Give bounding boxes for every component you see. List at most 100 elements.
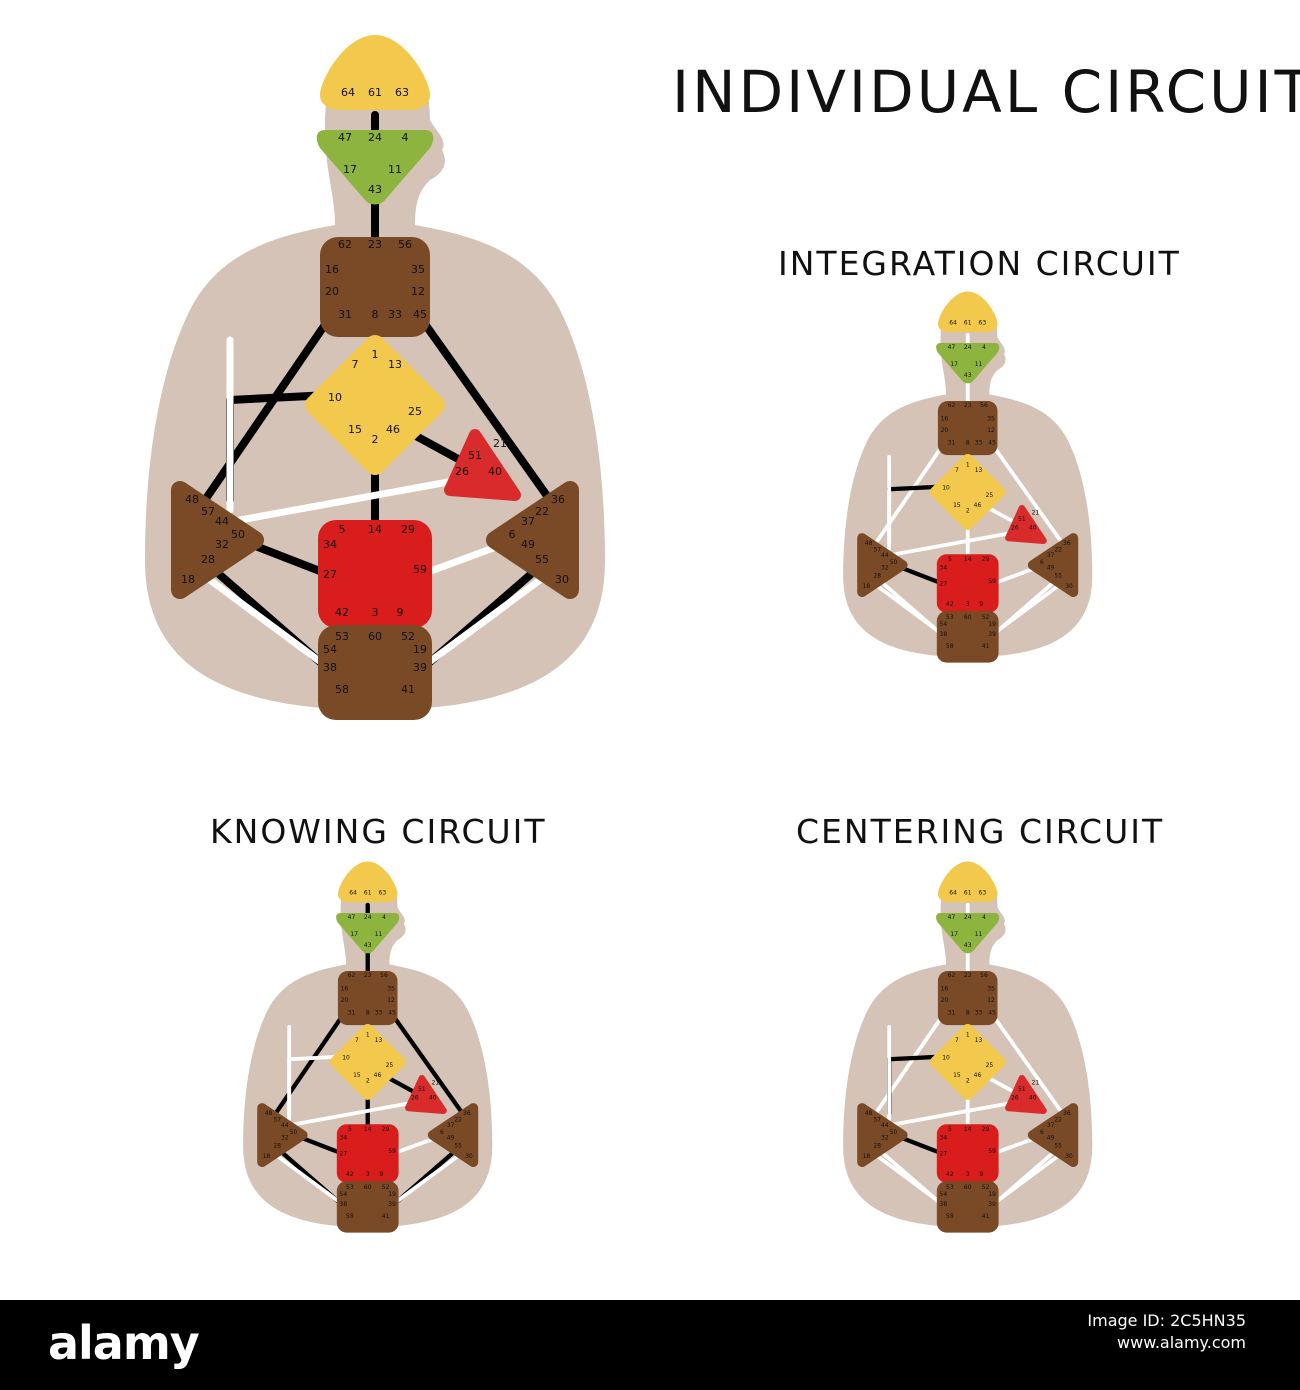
root-gate-39: 39 <box>388 1201 396 1208</box>
sacral-gate-14: 14 <box>364 1126 372 1133</box>
throat-gate-12: 12 <box>387 997 395 1004</box>
solar-plexus-center <box>1027 1103 1079 1168</box>
ajna-gate-11: 11 <box>388 163 402 176</box>
throat-gate-62: 62 <box>948 402 956 409</box>
throat-gate-23: 23 <box>364 972 372 979</box>
heart-gate-26: 26 <box>1011 525 1019 532</box>
throat-gate-23: 23 <box>964 972 972 979</box>
solar-gate-37: 37 <box>1047 552 1055 559</box>
heart-gate-51: 51 <box>1018 1086 1026 1093</box>
sacral-gate-42: 42 <box>946 601 954 608</box>
g-gate-10: 10 <box>328 391 342 404</box>
root-gate-58: 58 <box>946 1213 954 1220</box>
sacral-gate-59: 59 <box>413 563 427 576</box>
spleen-gate-18: 18 <box>863 583 871 590</box>
throat-gate-33: 33 <box>375 1010 383 1017</box>
throat-gate-31: 31 <box>948 440 956 447</box>
head-gate-61: 61 <box>964 319 972 326</box>
ajna-gate-47: 47 <box>948 344 956 351</box>
ajna-gate-11: 11 <box>975 931 983 938</box>
solar-gate-49: 49 <box>447 1134 455 1141</box>
root-gate-38: 38 <box>340 1201 348 1208</box>
head-gate-64: 64 <box>949 319 957 326</box>
solar-gate-55: 55 <box>535 553 549 566</box>
g-gate-13: 13 <box>975 1037 983 1044</box>
sacral-gate-29: 29 <box>982 556 990 563</box>
spleen-gate-44: 44 <box>881 552 889 559</box>
spleen-gate-28: 28 <box>201 553 215 566</box>
root-center <box>936 1181 999 1233</box>
g-gate-13: 13 <box>388 358 402 371</box>
sacral-gate-42: 42 <box>946 1171 954 1178</box>
spleen-gate-28: 28 <box>873 572 881 579</box>
sacral-gate-9: 9 <box>397 606 404 619</box>
sacral-gate-14: 14 <box>368 523 382 536</box>
channel-throatSolar <box>987 438 1065 546</box>
solar-gate-49: 49 <box>1047 1134 1055 1141</box>
head-gate-63: 63 <box>979 889 987 896</box>
g-gate-15: 15 <box>953 1072 961 1079</box>
throat-gate-45: 45 <box>988 440 996 447</box>
heart-center <box>444 429 521 501</box>
spleen-gate-44: 44 <box>881 1122 889 1129</box>
throat-gate-8: 8 <box>372 308 379 321</box>
g-gate-7: 7 <box>955 467 959 474</box>
spleen-gate-48: 48 <box>865 540 873 547</box>
ajna-gate-47: 47 <box>348 914 356 921</box>
spleen-gate-57: 57 <box>201 505 215 518</box>
solar-gate-36: 36 <box>463 1110 471 1117</box>
sacral-gate-27: 27 <box>323 568 337 581</box>
root-center <box>936 611 999 663</box>
throat-gate-45: 45 <box>388 1010 396 1017</box>
solar-gate-49: 49 <box>521 538 535 551</box>
sacral-gate-5: 5 <box>948 1126 952 1133</box>
spleen-gate-48: 48 <box>185 493 199 506</box>
throat-gate-8: 8 <box>966 1010 970 1017</box>
sacral-gate-3: 3 <box>372 606 379 619</box>
solar-plexus-center <box>427 1103 479 1168</box>
channel-throatSolar <box>387 1008 465 1116</box>
solar-gate-36: 36 <box>551 493 565 506</box>
main-title: INDIVIDUAL CIRCUIT <box>672 58 1300 126</box>
spleen-gate-50: 50 <box>290 1129 298 1136</box>
head-gate-64: 64 <box>949 889 957 896</box>
g-gate-7: 7 <box>355 1037 359 1044</box>
solar-plexus-center <box>486 481 579 599</box>
throat-gate-16: 16 <box>341 985 349 992</box>
throat-gate-23: 23 <box>368 238 382 251</box>
throat-gate-62: 62 <box>348 972 356 979</box>
sacral-gate-14: 14 <box>964 556 972 563</box>
root-gate-58: 58 <box>946 643 954 650</box>
ajna-gate-4: 4 <box>382 914 386 921</box>
head-gate-63: 63 <box>379 889 387 896</box>
g-gate-25: 25 <box>408 405 422 418</box>
ajna-gate-43: 43 <box>964 372 972 379</box>
solar-gate-22: 22 <box>535 505 549 518</box>
g-gate-1: 1 <box>372 348 379 361</box>
sacral-gate-9: 9 <box>979 1171 983 1178</box>
channel-throatSolar <box>411 306 554 504</box>
root-center <box>318 625 432 720</box>
throat-gate-45: 45 <box>413 308 427 321</box>
g-gate-1: 1 <box>966 461 970 468</box>
root-center <box>336 1181 399 1233</box>
ajna-gate-11: 11 <box>375 931 383 938</box>
g-gate-15: 15 <box>953 502 961 509</box>
sacral-gate-5: 5 <box>348 1126 352 1133</box>
g-center <box>329 1024 406 1100</box>
knowing-circuit-title: KNOWING CIRCUIT <box>210 812 547 851</box>
throat-gate-56: 56 <box>980 402 988 409</box>
spleen-gate-50: 50 <box>231 528 245 541</box>
throat-gate-56: 56 <box>380 972 388 979</box>
head-center <box>320 35 430 110</box>
channel-heartSpleen <box>292 1099 422 1127</box>
spleen-center <box>171 481 264 599</box>
root-gate-54: 54 <box>323 643 337 656</box>
g-center <box>305 335 445 475</box>
root-gate-19: 19 <box>988 621 996 628</box>
root-gate-54: 54 <box>940 1191 948 1198</box>
sacral-gate-34: 34 <box>340 1134 348 1141</box>
throat-gate-35: 35 <box>987 985 995 992</box>
channel-heartSpleen <box>892 1099 1022 1127</box>
